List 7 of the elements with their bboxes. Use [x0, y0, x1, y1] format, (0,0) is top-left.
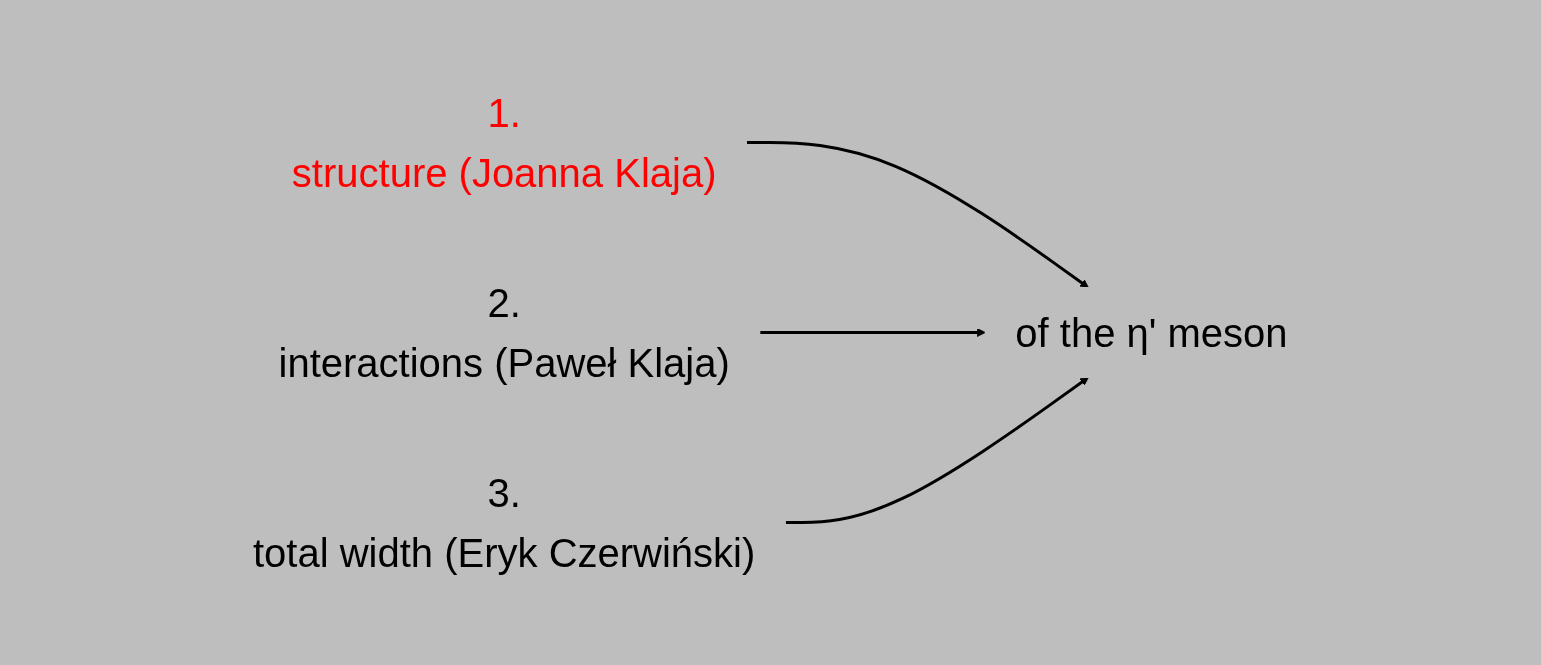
node-text: 2. interactions (Paweł Klaja) — [278, 280, 731, 385]
node-text: 1. structure (Joanna Klaja) — [292, 90, 717, 195]
node-text: of the η' meson — [1015, 310, 1288, 355]
arrow — [746, 141, 1090, 288]
arrow — [760, 328, 986, 337]
arrow — [785, 377, 1090, 524]
node-text: 3. total width (Eryk Czerwiński) — [253, 470, 756, 575]
